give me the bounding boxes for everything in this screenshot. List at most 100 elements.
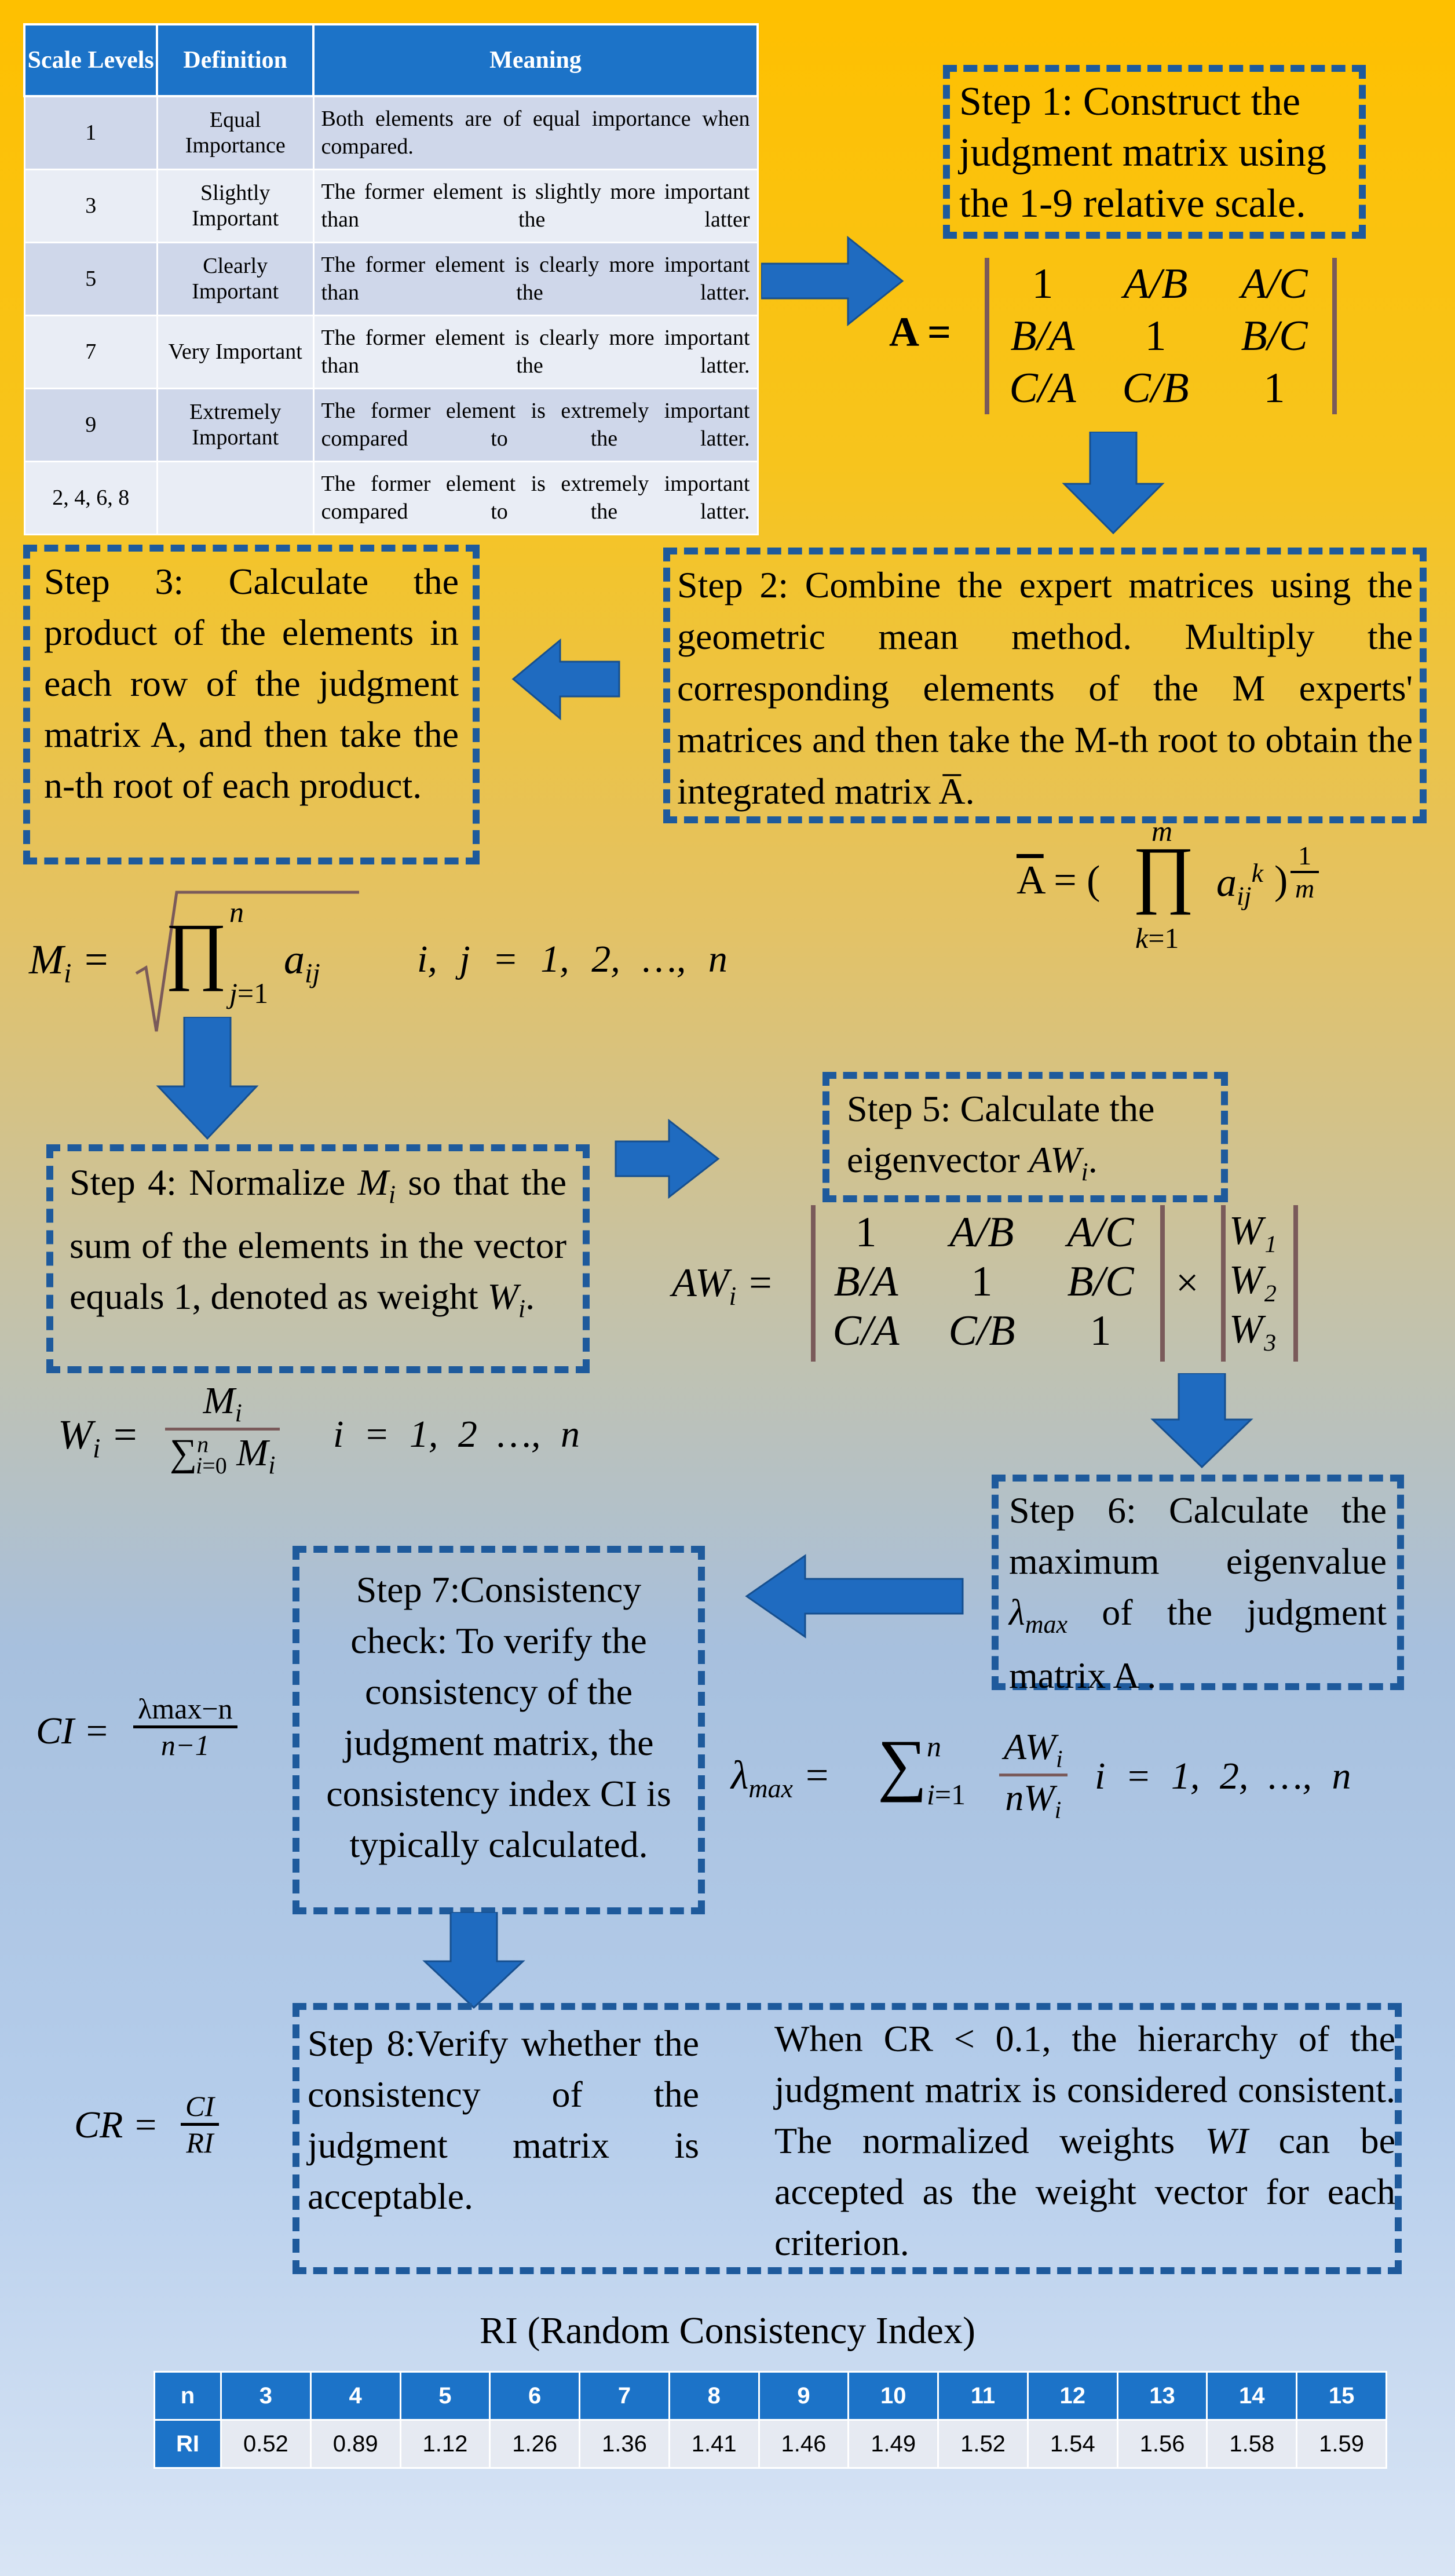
ri-value-cell: 1.49 bbox=[847, 2419, 939, 2469]
product-upper-m: m bbox=[1151, 815, 1173, 847]
lambda-sum-upper-n: n bbox=[927, 1730, 941, 1763]
ri-table-n-row: n 3 4 5 6 7 8 9 10 11 12 13 14 15 bbox=[153, 2371, 1387, 2421]
product-lower-k1: k=1 bbox=[1135, 922, 1179, 954]
step8-box: Step 8:Verify whether the consistency of… bbox=[293, 2003, 1402, 2274]
ri-n-cell: 11 bbox=[937, 2371, 1029, 2421]
matrix-aw-right-bar bbox=[1160, 1205, 1165, 1362]
ri-n-cell: 6 bbox=[489, 2371, 581, 2421]
mi-aij: aij bbox=[284, 936, 320, 989]
header-meaning: Meaning bbox=[312, 23, 759, 97]
step6-box: Step 6: Calculate the maximum eigenvalue… bbox=[992, 1475, 1404, 1696]
matrix-a-cell: A/C bbox=[1241, 260, 1308, 308]
step4-text-end: . bbox=[525, 1275, 535, 1317]
scale-meaning: The former element is clearly more impor… bbox=[312, 314, 759, 389]
ri-table: n 3 4 5 6 7 8 9 10 11 12 13 14 15 RI 0.5… bbox=[153, 2371, 1387, 2469]
step5-text-end: . bbox=[1088, 1139, 1098, 1180]
abar-formula: A = ( bbox=[1017, 858, 1101, 903]
scale-definition: Equal Importance bbox=[156, 95, 315, 170]
matrix-aw-cell: B/C bbox=[1067, 1258, 1134, 1305]
table-row: 9 Extremely Important The former element… bbox=[23, 387, 759, 462]
step8-text-content: Step 8:Verify whether the consistency of… bbox=[308, 2023, 699, 2217]
matrix-a-left-bar bbox=[985, 258, 989, 414]
ri-value-cell: 1.46 bbox=[758, 2419, 850, 2469]
arrow-left-icon bbox=[511, 638, 620, 721]
step7-text: Step 7:Consistency check: To verify the … bbox=[326, 1569, 671, 1865]
matrix-aw-cell: A/B bbox=[949, 1209, 1014, 1256]
ri-n-cell: 7 bbox=[579, 2371, 670, 2421]
ri-value-cell: 1.56 bbox=[1116, 2419, 1208, 2469]
ri-value-cell: 1.52 bbox=[937, 2419, 1029, 2469]
arrow-down-icon bbox=[1150, 1373, 1253, 1469]
abar-aijk: aijk bbox=[1216, 858, 1263, 911]
scale-level: 5 bbox=[23, 241, 158, 316]
ri-value-cell: 1.54 bbox=[1026, 2419, 1118, 2469]
step4-mi-symbol: Mi bbox=[357, 1162, 396, 1209]
scale-level: 9 bbox=[23, 387, 158, 462]
ri-value-cell: 1.58 bbox=[1206, 2419, 1298, 2469]
ri-n-cell: 5 bbox=[399, 2371, 491, 2421]
mi-product-lower: j=1 bbox=[229, 977, 269, 1009]
ri-n-cell: 12 bbox=[1026, 2371, 1118, 2421]
matrix-a-cell: B/C bbox=[1241, 312, 1308, 360]
step6-text-pre: Step 6: Calculate the maximum eigenvalue bbox=[1009, 1490, 1387, 1582]
step3-text: Step 3: Calculate the product of the ele… bbox=[44, 561, 459, 806]
scale-meaning: The former element is extremely importan… bbox=[312, 460, 759, 535]
table-row: 7 Very Important The former element is c… bbox=[23, 314, 759, 389]
scale-level: 2, 4, 6, 8 bbox=[23, 460, 158, 535]
step4-text-pre: Step 4: Normalize bbox=[70, 1162, 358, 1203]
arrow-right-icon bbox=[615, 1118, 720, 1199]
sqrt-radical-icon bbox=[135, 891, 359, 1032]
ri-value-cell: 1.41 bbox=[668, 2419, 760, 2469]
w-vector-entry: W₁ bbox=[1229, 1209, 1277, 1253]
lambda-index-range: i = 1, 2, …, n bbox=[1095, 1755, 1351, 1797]
matrix-aw-cell: 1 bbox=[1090, 1307, 1112, 1355]
ri-table-title: RI (Random Consistency Index) bbox=[479, 2309, 976, 2352]
wi-index-range: i = 1, 2 …, n bbox=[333, 1413, 580, 1455]
table-row: 3 Slightly Important The former element … bbox=[23, 168, 759, 243]
cr-formula-label: CR = bbox=[74, 2104, 159, 2146]
step8-note-part2: can be accepted as the weight vector for… bbox=[774, 2120, 1396, 2263]
arrow-left-icon bbox=[745, 1554, 964, 1639]
table-row: 1 Equal Importance Both elements are of … bbox=[23, 95, 759, 170]
ri-value-cell: 0.52 bbox=[220, 2419, 312, 2469]
scale-meaning: The former element is extremely importan… bbox=[312, 387, 759, 462]
awi-formula-label: AWi = bbox=[672, 1261, 774, 1311]
arrow-down-icon bbox=[1062, 432, 1165, 535]
w-vector-left-bar bbox=[1221, 1205, 1226, 1362]
matrix-a-cell: A/B bbox=[1123, 260, 1188, 308]
step4-wi-symbol: Wi bbox=[487, 1275, 526, 1323]
matrix-aw-cell: C/B bbox=[948, 1307, 1015, 1355]
product-symbol: ∏ bbox=[1132, 832, 1195, 915]
w-vector-right-bar bbox=[1293, 1205, 1298, 1362]
step4-box: Step 4: Normalize Mi so that the sum of … bbox=[46, 1144, 590, 1373]
ri-n-cell: 14 bbox=[1206, 2371, 1298, 2421]
ri-n-cell: 4 bbox=[309, 2371, 401, 2421]
ri-n-cell: 8 bbox=[668, 2371, 760, 2421]
ci-numerator: λmax−n bbox=[133, 1692, 237, 1728]
scale-definition: Slightly Important bbox=[156, 168, 315, 243]
matrix-a-cell: 1 bbox=[1032, 260, 1054, 308]
step3-box: Step 3: Calculate the product of the ele… bbox=[23, 545, 480, 864]
step5-awi-symbol: AWi bbox=[1029, 1139, 1088, 1186]
matrix-aw-cell: 1 bbox=[855, 1209, 877, 1256]
ri-value-cell: 1.26 bbox=[489, 2419, 581, 2469]
matrix-a-right-bar bbox=[1332, 258, 1337, 414]
step8-text: Step 8:Verify whether the consistency of… bbox=[308, 2018, 699, 2222]
ri-n-cell: 15 bbox=[1296, 2371, 1387, 2421]
lambda-sum-lower: i=1 bbox=[927, 1778, 966, 1811]
step8-note-part1: When CR < 0.1, the hierarchy of the judg… bbox=[774, 2018, 1395, 2161]
wi-fraction: Mi∑ni=0 Mi bbox=[165, 1379, 280, 1480]
ri-n-label: n bbox=[153, 2371, 222, 2421]
scale-definition bbox=[156, 460, 315, 535]
ri-value-cell: 1.12 bbox=[399, 2419, 491, 2469]
scale-definition: Extremely Important bbox=[156, 387, 315, 462]
scale-table: Scale Levels Definition Meaning 1 Equal … bbox=[23, 23, 759, 535]
matrix-a-cell: C/B bbox=[1122, 364, 1189, 412]
abar-close: ) bbox=[1274, 858, 1288, 903]
scale-meaning: The former element is slightly more impo… bbox=[312, 168, 759, 243]
ri-value-cell: 0.89 bbox=[309, 2419, 401, 2469]
step2-text: Step 2: Combine the expert matrices usin… bbox=[677, 564, 1413, 812]
table-row: 2, 4, 6, 8 The former element is extreme… bbox=[23, 460, 759, 535]
scale-definition: Very Important bbox=[156, 314, 315, 389]
